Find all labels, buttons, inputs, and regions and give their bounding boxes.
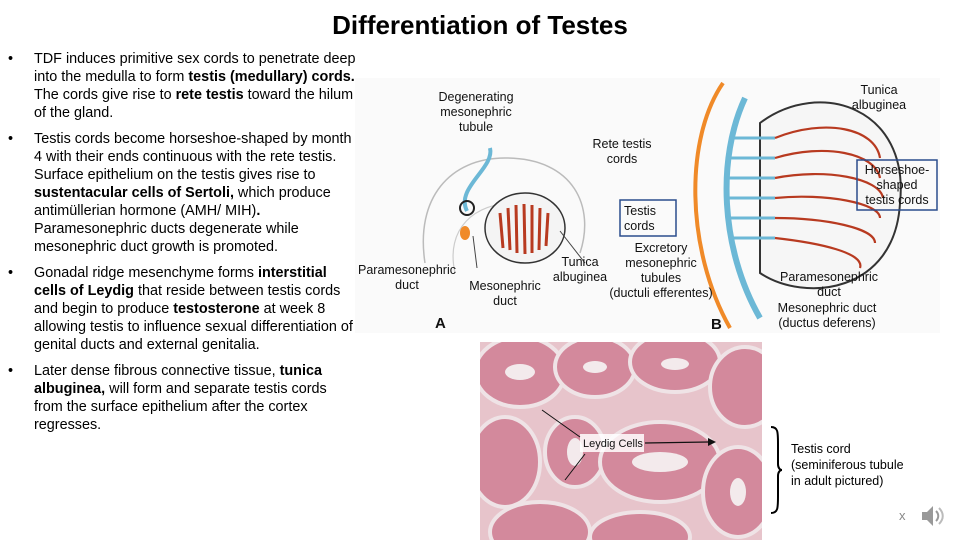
caption-line-3: in adult pictured) (791, 474, 884, 488)
label-tunica-a-1: Tunica (561, 255, 598, 269)
bullet-emphasis: sustentacular cells of Sertoli, (34, 185, 234, 201)
label-testis-cords-a-2: cords (624, 219, 655, 233)
panel-b-letter: B (711, 316, 722, 333)
label-paramesonephric-b-1: Paramesonephric (780, 270, 878, 284)
bullet-text: The cords give rise to (34, 87, 176, 103)
close-button[interactable]: x (899, 508, 906, 523)
bullet-text: Paramesonephric ducts degenerate while m… (34, 221, 299, 255)
bullet-text: toward the hilum of the gland. (34, 87, 354, 121)
label-tunica-a-2: albuginea (553, 270, 607, 284)
bullet-item: • Testis cords become horseshoe-shaped by… (8, 130, 358, 256)
leydig-cells-label: Leydig Cells (583, 438, 643, 450)
panel-b-drawing (693, 81, 902, 329)
bullet-text: at week 8 allowing testis to influence s… (34, 301, 353, 353)
bullet-marker: • (8, 363, 14, 379)
panel-a-letter: A (435, 315, 446, 332)
caption-line-1: Testis cord (791, 442, 851, 456)
label-tunica-b-1: Tunica (860, 83, 897, 97)
bullet-item: • Gonadal ridge mesenchyme forms intersti… (8, 264, 358, 354)
bullet-text: TDF induces primitive sex cords to penet… (34, 51, 356, 85)
label-degenerating-2: mesonephric (440, 105, 512, 119)
label-tunica-b-2: albuginea (852, 98, 906, 112)
label-horseshoe-2: shaped (876, 178, 917, 192)
bullet-list: • TDF induces primitive sex cords to pene… (8, 50, 358, 442)
bullet-text: that reside between testis cords and beg… (34, 283, 341, 317)
label-rete-testis-2: cords (607, 152, 638, 166)
bullet-emphasis: rete testis (175, 87, 244, 103)
label-mesonephric-a-1: Mesonephric (469, 279, 541, 293)
label-excretory-3: tubules (641, 271, 681, 285)
label-excretory-1: Excretory (635, 241, 689, 255)
slide-title: Differentiation of Testes (332, 10, 628, 40)
speaker-icon[interactable] (920, 503, 948, 529)
caption-bracket (770, 426, 783, 514)
bullet-emphasis: . (256, 203, 261, 219)
label-horseshoe-1: Horseshoe- (865, 163, 930, 177)
bullet-emphasis: testosterone (173, 301, 260, 317)
bullet-text: will form and separate testis cords from… (34, 381, 327, 433)
bullet-text: which produce antimüllerian hormone (AMH… (34, 185, 331, 219)
testis-cords-box (619, 199, 677, 237)
bullet-item: • TDF induces primitive sex cords to pene… (8, 50, 358, 122)
testis-development-diagram: Degenerating mesonephric tubule Rete tes… (355, 78, 940, 333)
bullet-text: Gonadal ridge mesenchyme forms (34, 265, 258, 281)
bullet-emphasis: tunica albuginea, (34, 363, 322, 397)
label-excretory-2: mesonephric (625, 256, 697, 270)
label-mesonephric-b-2: (ductus deferens) (778, 316, 875, 330)
label-paramesonephric-a-1: Paramesonephric (358, 263, 456, 277)
label-degenerating-1: Degenerating (438, 90, 513, 104)
label-paramesonephric-a-2: duct (395, 278, 419, 292)
horseshoe-box (856, 159, 938, 211)
testis-cord-caption: Testis cord (seminiferous tubule in adul… (791, 441, 941, 489)
bullet-marker: • (8, 51, 14, 67)
caption-line-2: (seminiferous tubule (791, 458, 904, 472)
bullet-marker: • (8, 265, 14, 281)
label-degenerating-3: tubule (459, 120, 493, 134)
bullet-text: Testis cords become horseshoe-shaped by … (34, 131, 352, 183)
label-testis-cords-a-1: Testis (624, 204, 656, 218)
bullet-emphasis: interstitial cells of Leydig (34, 265, 327, 299)
bullet-text: Later dense fibrous connective tissue, (34, 363, 280, 379)
label-mesonephric-a-2: duct (493, 294, 517, 308)
bullet-item: •Later dense fibrous connective tissue, … (8, 362, 358, 434)
label-paramesonephric-b-2: duct (817, 285, 841, 299)
label-mesonephric-b-1: Mesonephric duct (778, 301, 877, 315)
label-horseshoe-3: testis cords (865, 193, 928, 207)
bullet-marker: • (8, 131, 14, 147)
histology-micrograph: Leydig Cells (480, 342, 762, 540)
panel-a-drawing (422, 147, 586, 274)
bullet-emphasis: testis (medullary) cords. (188, 69, 355, 85)
label-excretory-4: (ductuli efferentes) (609, 286, 712, 300)
label-rete-testis-1: Rete testis (592, 137, 651, 151)
